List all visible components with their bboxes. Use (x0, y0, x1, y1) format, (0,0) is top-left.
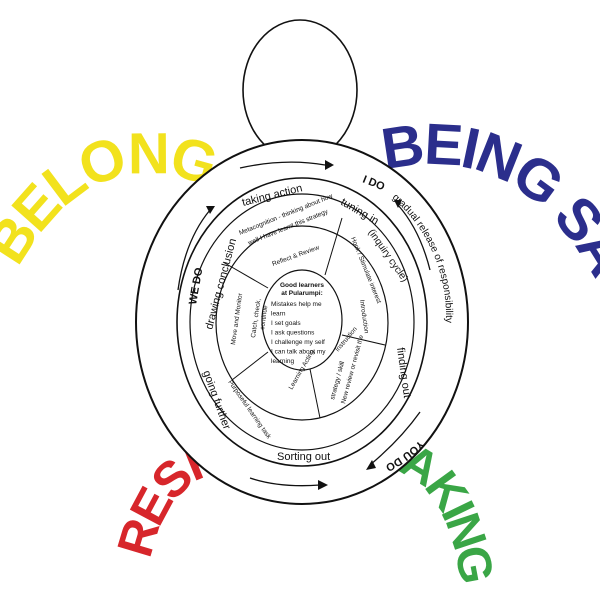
centre-heading-1: Good learners (280, 282, 324, 289)
centre-line: learn (271, 311, 286, 318)
centre-line: I ask questions (271, 330, 315, 337)
centre-line: I set goals (271, 320, 301, 327)
cycle-ring-inner (189, 193, 415, 451)
catch-check-line-2: continue (259, 305, 269, 331)
centre-circle (261, 269, 343, 371)
centre-line: I can talk about my (271, 349, 326, 356)
centre-heading-2: at Pularumpi: (281, 290, 323, 297)
centre-line: Mistakes help me (271, 301, 322, 308)
arrow-heads (206, 160, 402, 490)
centre-lines: Mistakes help me learn I set goals I ask qu… (271, 301, 326, 365)
outer-arrows (177, 161, 431, 487)
segment-dividers (222, 217, 386, 419)
centre-line: I challenge my self (271, 339, 325, 346)
turtle-head (242, 19, 358, 161)
centre-line: learning (271, 358, 295, 365)
introduction-label: Introduction (358, 299, 370, 334)
sorting-out-label: Sorting out (277, 451, 330, 463)
segment-ring (215, 225, 389, 421)
